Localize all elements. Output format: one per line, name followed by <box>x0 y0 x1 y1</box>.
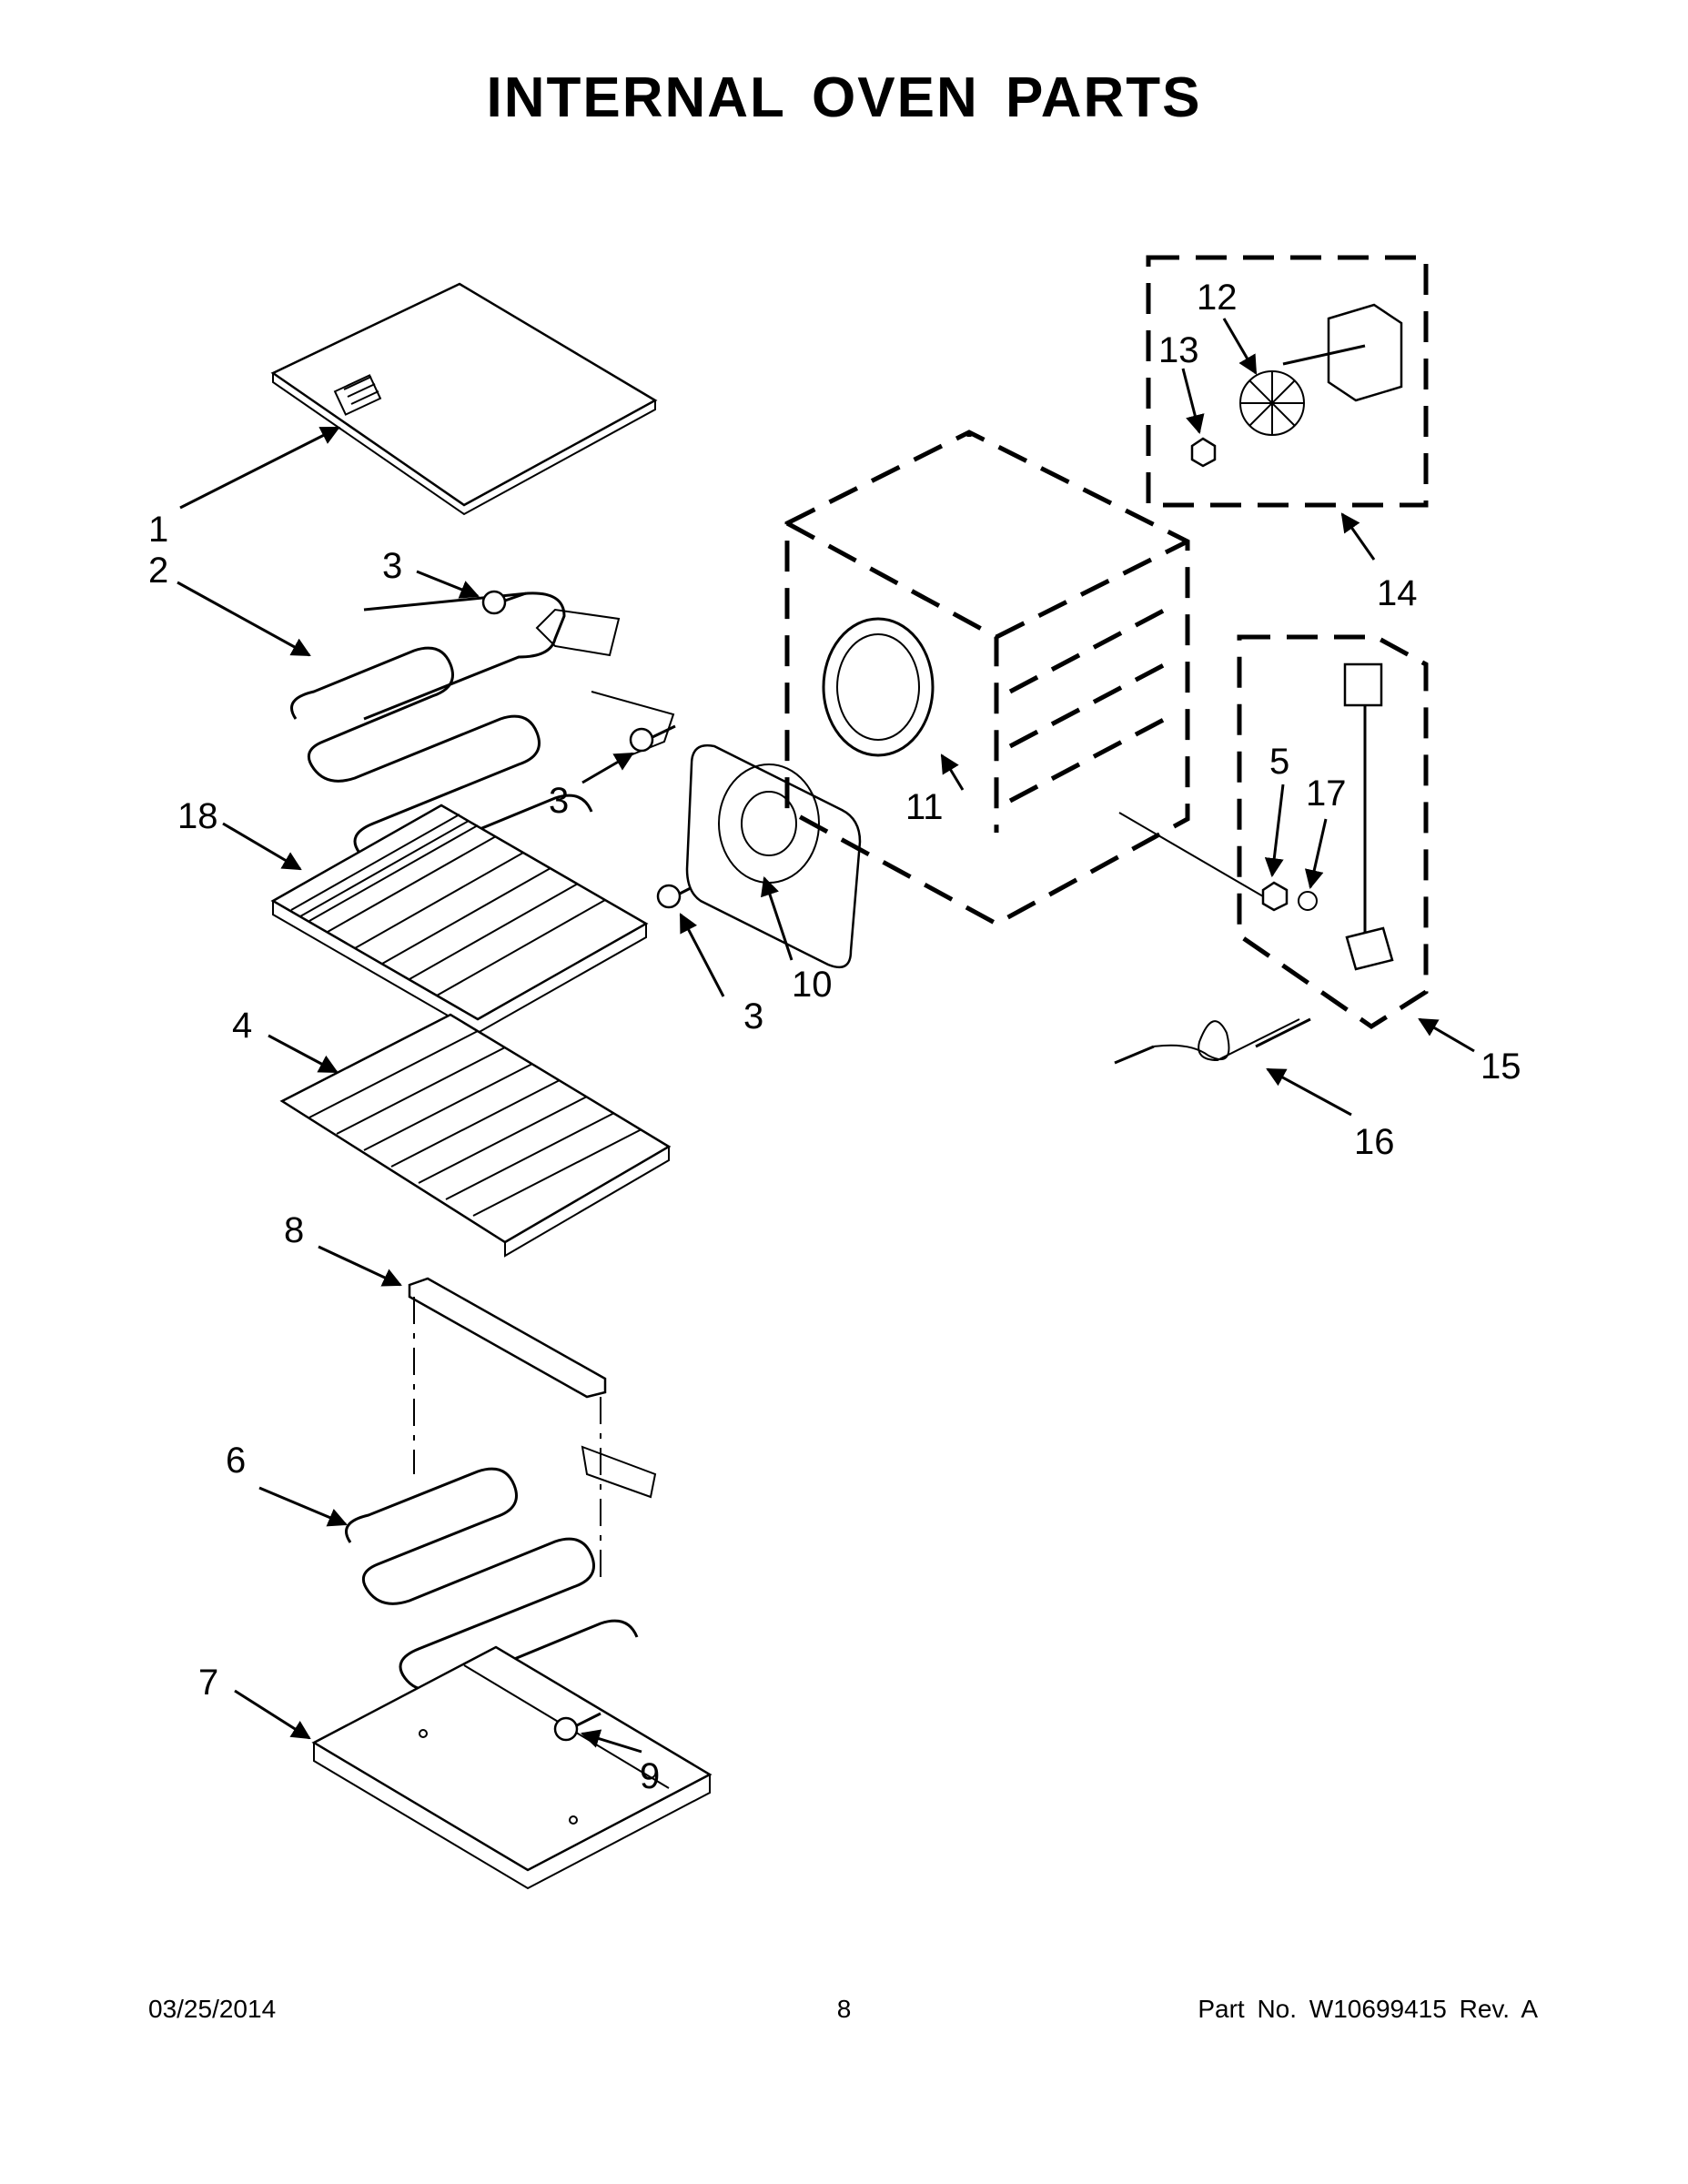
nut-part-13 <box>1190 437 1217 468</box>
screw-part-3 <box>481 590 720 909</box>
callout-6: 6 <box>226 1441 246 1481</box>
top-panel-part-1 <box>270 282 658 516</box>
latch-assembly-box-part-15 <box>1237 634 1429 1029</box>
broil-element-part-2 <box>290 592 675 866</box>
callout-9: 9 <box>640 1756 660 1796</box>
callout-11: 11 <box>905 787 944 827</box>
bottom-panel-part-7 <box>311 1645 713 1890</box>
callout-10: 10 <box>792 965 833 1005</box>
callout-8: 8 <box>284 1210 304 1250</box>
callout-12: 12 <box>1197 278 1238 318</box>
callout-16: 16 <box>1354 1122 1395 1162</box>
page-title: INTERNAL OVEN PARTS <box>486 66 1202 129</box>
callout-13: 13 <box>1158 330 1199 370</box>
oven-cavity <box>784 430 1190 926</box>
callout-labels: 1 2 3 3 3 18 4 8 6 7 9 10 11 12 13 14 5 … <box>148 278 1521 1796</box>
nut-part-5 <box>1261 881 1289 912</box>
callout-3: 3 <box>382 546 402 586</box>
callout-14: 14 <box>1377 573 1418 613</box>
callout-1: 1 <box>148 510 168 550</box>
callout-18: 18 <box>177 796 218 836</box>
fan-blade-part-12 <box>1239 370 1305 436</box>
bake-element-shield-part-8 <box>408 1277 607 1583</box>
fan-cover-part-10 <box>685 743 862 969</box>
callout-15: 15 <box>1481 1046 1521 1087</box>
callout-3: 3 <box>549 781 569 821</box>
callout-17: 17 <box>1306 774 1347 814</box>
bake-element-part-6 <box>345 1445 657 1692</box>
motor-assembly-box-part-14 <box>1146 255 1429 508</box>
sliding-rack-part-18 <box>270 804 649 1035</box>
callout-5: 5 <box>1269 742 1289 782</box>
screw-part-9 <box>553 1712 601 1742</box>
callout-7: 7 <box>198 1663 218 1703</box>
flat-rack-part-4 <box>279 1013 672 1258</box>
footer-page-number: 8 <box>836 1995 852 2023</box>
callout-3: 3 <box>743 996 763 1036</box>
leader-lines <box>177 318 1475 1754</box>
footer-date: 03/25/2014 <box>148 1995 277 2023</box>
callout-4: 4 <box>232 1006 252 1046</box>
footer-part-number: Part No. W10699415 Rev. A <box>1198 1995 1538 2023</box>
temperature-probe-part-16 <box>1114 1017 1311 1065</box>
callout-2: 2 <box>148 551 168 591</box>
washer-part-17 <box>1298 891 1318 911</box>
